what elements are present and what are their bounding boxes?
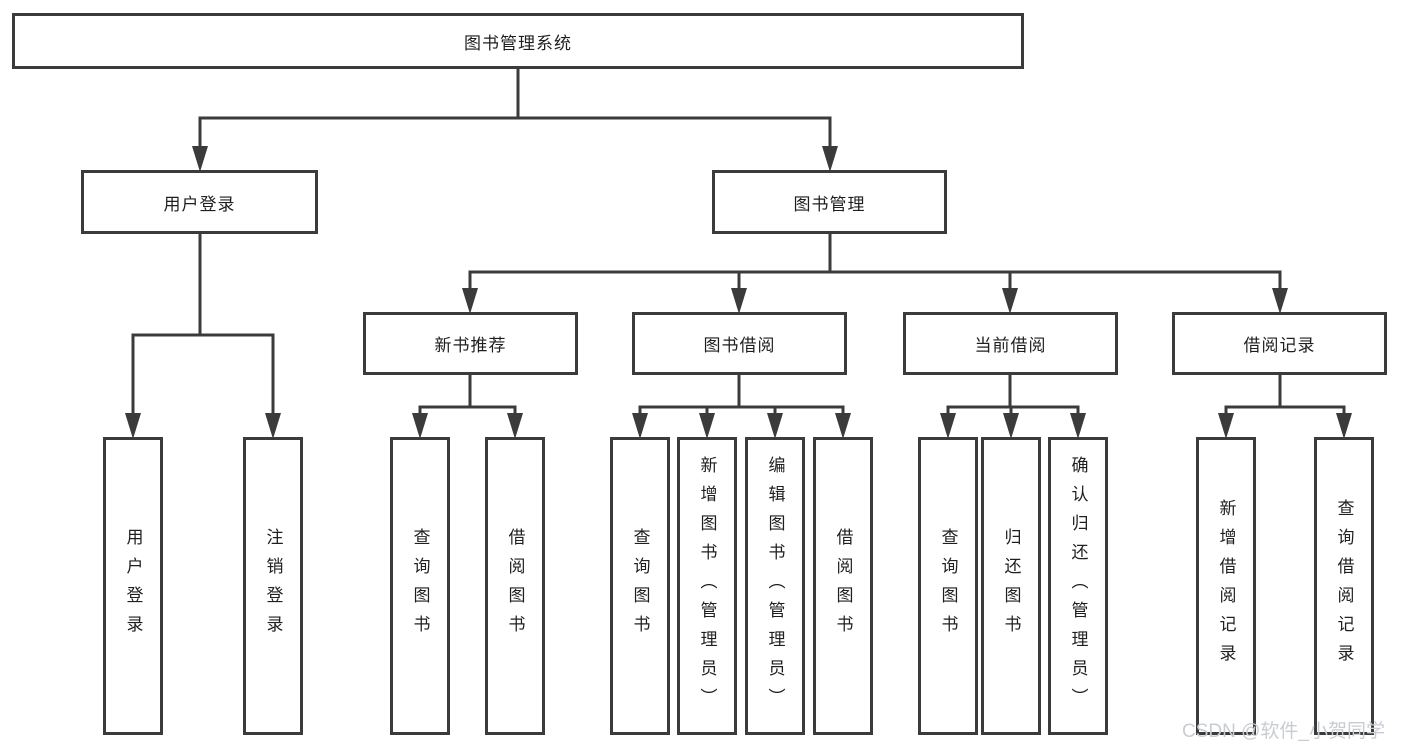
node-book-borrowing: 图书借阅: [632, 312, 847, 375]
node-current-borrowing: 当前借阅: [903, 312, 1118, 375]
leaf-label: 查询借阅记录: [1334, 499, 1354, 673]
leaf-confirm-return-admin: 确认归还（管理员）: [1048, 437, 1108, 735]
leaf-label: 编辑图书（管理员）: [765, 455, 785, 717]
leaf-query-books-borrow: 查询图书: [610, 437, 670, 735]
leaf-label: 用户登录: [123, 528, 143, 644]
node-label: 图书管理: [793, 194, 866, 214]
leaf-label: 借阅图书: [833, 528, 853, 644]
leaf-label: 查询图书: [410, 528, 430, 644]
leaf-label: 新增图书（管理员）: [697, 455, 717, 717]
leaf-query-books-recommend: 查询图书: [390, 437, 450, 735]
leaf-query-books-current: 查询图书: [918, 437, 978, 735]
node-label: 当前借阅: [974, 336, 1047, 355]
leaf-edit-book-admin: 编辑图书（管理员）: [745, 437, 805, 735]
leaf-logout: 注销登录: [243, 437, 303, 735]
leaf-add-borrow-record: 新增借阅记录: [1196, 437, 1256, 735]
node-library-management-system: 图书管理系统: [12, 13, 1024, 69]
node-borrowing-records: 借阅记录: [1172, 312, 1387, 375]
node-new-book-recommendation: 新书推荐: [363, 312, 578, 375]
leaf-label: 新增借阅记录: [1216, 499, 1236, 673]
leaf-query-borrow-record: 查询借阅记录: [1314, 437, 1374, 735]
node-user-login: 用户登录: [81, 170, 318, 234]
leaf-label: 借阅图书: [505, 528, 525, 644]
node-label: 图书借阅: [703, 336, 776, 355]
leaf-label: 注销登录: [263, 528, 283, 644]
leaf-label: 确认归还（管理员）: [1068, 455, 1088, 717]
csdn-watermark: CSDN @软件_小贺同学: [1182, 721, 1385, 742]
node-book-management: 图书管理: [712, 170, 947, 234]
node-label: 借阅记录: [1243, 336, 1316, 355]
node-label: 新书推荐: [434, 336, 507, 355]
leaf-label: 归还图书: [1001, 528, 1021, 644]
leaf-borrow-books: 借阅图书: [813, 437, 873, 735]
leaf-label: 查询图书: [938, 528, 958, 644]
leaf-return-book: 归还图书: [981, 437, 1041, 735]
leaf-borrow-books-recommend: 借阅图书: [485, 437, 545, 735]
leaf-add-book-admin: 新增图书（管理员）: [677, 437, 737, 735]
node-label: 用户登录: [163, 194, 236, 214]
node-label: 图书管理系统: [464, 33, 572, 53]
leaf-user-login: 用户登录: [103, 437, 163, 735]
leaf-label: 查询图书: [630, 528, 650, 644]
